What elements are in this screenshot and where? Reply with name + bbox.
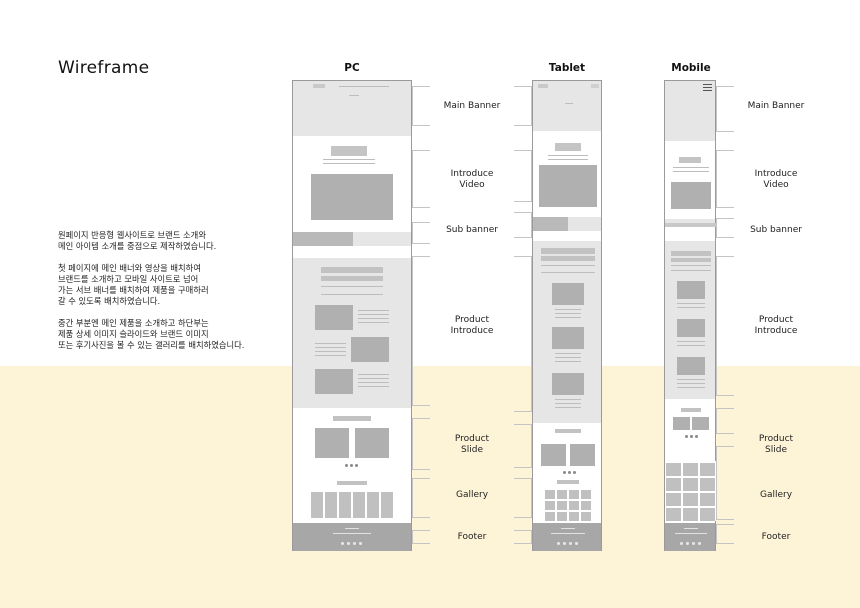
column-label-tablet: Tablet xyxy=(548,62,586,74)
mobile-bracket-introduce-video xyxy=(716,150,734,208)
tablet-bracket-gallery xyxy=(514,478,532,518)
mobile-footer xyxy=(665,523,715,551)
column-label-mobile: Mobile xyxy=(671,62,711,74)
tablet-bracket-sub-banner xyxy=(514,212,532,238)
tablet-bracket-product-introduce xyxy=(514,256,532,412)
hamburger-menu-icon[interactable] xyxy=(703,84,712,91)
pc-product-slide xyxy=(293,408,411,478)
label-introduce-video-right: Introduce Video xyxy=(754,169,798,190)
pc-footer xyxy=(293,523,411,551)
mobile-bracket-product-introduce xyxy=(716,256,734,396)
description-paragraph-2: 첫 페이지에 메인 배너와 영상을 배치하여 브랜드를 소개하고 모바일 사이트… xyxy=(58,263,209,306)
tablet-sub-banner xyxy=(533,217,601,231)
pc-bracket-sub-banner xyxy=(412,222,430,244)
tablet-bracket-product-slide xyxy=(514,424,532,468)
tablet-bracket-main-banner xyxy=(514,86,532,126)
mobile-bracket-footer xyxy=(716,524,734,544)
tablet-main-banner xyxy=(533,81,601,131)
label-gallery-right: Gallery xyxy=(759,490,793,500)
tablet-bracket-footer xyxy=(514,530,532,544)
pc-main-banner xyxy=(293,81,411,136)
label-product-slide-right: Product Slide xyxy=(758,434,794,455)
mobile-bracket-sub-banner xyxy=(716,218,734,238)
mobile-sub-banner xyxy=(665,219,717,227)
tablet-product-introduce xyxy=(533,241,601,423)
tablet-product-slide xyxy=(533,423,601,478)
label-product-slide-left: Product Slide xyxy=(454,434,490,455)
mobile-wireframe xyxy=(664,80,717,551)
pc-product-introduce xyxy=(293,258,411,408)
label-main-banner-right: Main Banner xyxy=(747,101,805,111)
mobile-main-banner xyxy=(665,81,715,141)
label-main-banner-left: Main Banner xyxy=(443,101,501,111)
tablet-introduce-video xyxy=(533,131,601,217)
pc-bracket-product-slide xyxy=(412,418,430,470)
mobile-introduce-video xyxy=(665,141,715,219)
tablet-footer xyxy=(533,523,601,551)
label-footer-left: Footer xyxy=(457,532,487,542)
description-paragraph-1: 원페이지 반응형 웹사이트로 브랜드 소개와 메인 아이템 소개를 중점으로 제… xyxy=(58,230,217,251)
description-paragraph-3: 중간 부분엔 메인 제품을 소개하고 하단부는 제품 상세 이미지 슬라이드와 … xyxy=(58,318,245,350)
page-title: Wireframe xyxy=(58,58,150,78)
mobile-product-slide xyxy=(665,399,715,461)
tablet-wireframe xyxy=(532,80,602,551)
pc-bracket-main-banner xyxy=(412,86,430,126)
label-introduce-video-left: Introduce Video xyxy=(450,169,494,190)
pc-wireframe xyxy=(292,80,412,551)
pc-bracket-footer xyxy=(412,530,430,544)
description: 원페이지 반응형 웹사이트로 브랜드 소개와 메인 아이템 소개를 중점으로 제… xyxy=(58,230,244,362)
column-label-pc: PC xyxy=(344,62,360,74)
label-footer-right: Footer xyxy=(761,532,791,542)
tablet-bracket-introduce-video xyxy=(514,150,532,202)
label-product-introduce-right: Product Introduce xyxy=(754,315,798,336)
pc-sub-banner xyxy=(293,232,411,246)
pc-introduce-video xyxy=(293,136,411,232)
label-sub-banner-left: Sub banner xyxy=(446,225,498,235)
label-gallery-left: Gallery xyxy=(455,490,489,500)
pc-bracket-gallery xyxy=(412,478,430,518)
mobile-bracket-main-banner xyxy=(716,86,734,132)
tablet-gallery xyxy=(533,478,601,523)
mobile-product-introduce xyxy=(665,241,715,399)
pc-bracket-product-introduce xyxy=(412,256,430,406)
mobile-bracket-gallery xyxy=(716,446,734,520)
mobile-gallery xyxy=(665,461,716,523)
label-sub-banner-right: Sub banner xyxy=(750,225,802,235)
label-product-introduce-left: Product Introduce xyxy=(450,315,494,336)
pc-gallery xyxy=(293,478,411,523)
mobile-bracket-product-slide xyxy=(716,408,734,434)
pc-bracket-introduce-video xyxy=(412,150,430,208)
